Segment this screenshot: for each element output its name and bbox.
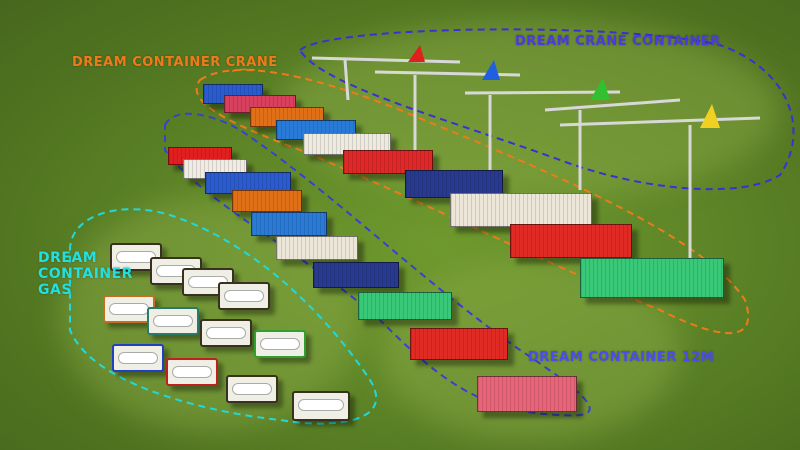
crane-group-outline: [298, 28, 795, 191]
gas-container: [166, 358, 218, 386]
container: [232, 190, 302, 212]
container-12m-outline: [164, 112, 591, 417]
container: [477, 376, 577, 412]
label-dream-container-crane: DREAM CONTAINER CRANE: [72, 55, 278, 70]
gas-container: [200, 319, 252, 347]
container: [276, 236, 358, 260]
gas-container: [147, 307, 199, 335]
container: [580, 258, 724, 298]
container: [251, 212, 327, 236]
container: [410, 328, 508, 360]
cranes: [311, 56, 761, 270]
container: [510, 224, 632, 258]
orange-leader-line: [229, 68, 256, 73]
container: [358, 292, 452, 320]
label-dream-container-gas: DREAM CONTAINER GAS: [38, 250, 133, 298]
gas-container: [226, 375, 278, 403]
label-dream-container-12m: DREAM CONTAINER 12M: [528, 350, 715, 365]
gas-container: [218, 282, 270, 310]
label-dream-crane-container: DREAM CRANE CONTAINER: [515, 34, 721, 49]
gas-outline: [69, 208, 378, 425]
gas-container: [103, 295, 155, 323]
gas-container: [112, 344, 164, 372]
gas-container: [182, 268, 234, 296]
gas-container: [254, 330, 306, 358]
label-line: CONTAINER: [38, 266, 133, 283]
label-line: GAS: [38, 282, 72, 299]
container: [450, 193, 592, 227]
gas-container: [292, 391, 350, 421]
container: [313, 262, 399, 288]
label-line: DREAM: [38, 250, 98, 266]
crane-cabins: [408, 45, 720, 128]
container-crane-outline: [195, 69, 750, 335]
